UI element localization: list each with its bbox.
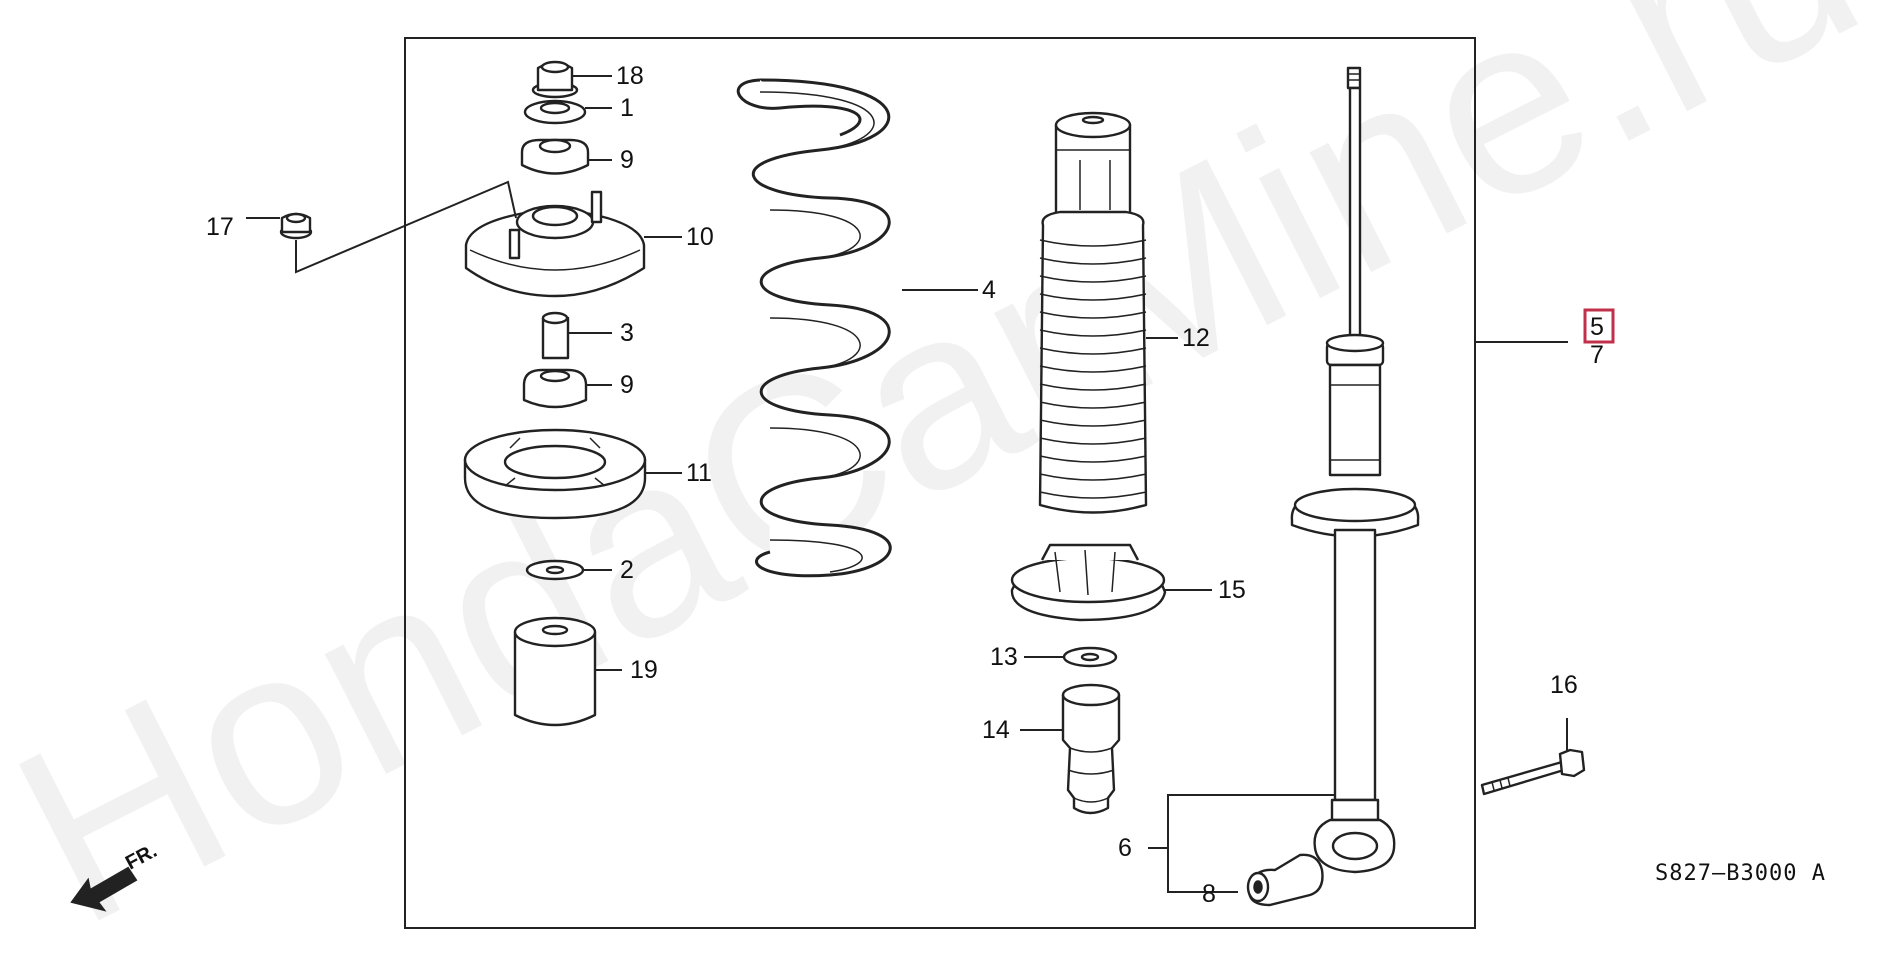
callout-19[interactable]: 19 [630,656,658,684]
part-8-bushing[interactable] [1246,853,1324,907]
callout-8[interactable]: 8 [1202,880,1216,908]
part-9-lower-bushing[interactable] [522,368,588,409]
callout-11[interactable]: 11 [686,459,712,487]
callout-10[interactable]: 10 [686,223,714,251]
diagram-frame [404,37,1476,929]
part-16-bolt[interactable] [1480,748,1586,796]
diagram-code: S827–B3000 A [1655,861,1826,886]
callout-2[interactable]: 2 [620,556,634,584]
callout-7[interactable]: 7 [1590,341,1604,369]
callout-5-highlight [1583,308,1615,344]
callout-15[interactable]: 15 [1218,576,1246,604]
callout-6[interactable]: 6 [1118,834,1132,862]
callout-4[interactable]: 4 [982,276,996,304]
callout-13[interactable]: 13 [990,643,1018,671]
callout-9-upper[interactable]: 9 [620,146,634,174]
callout-labels: 18 1 9 10 3 9 11 2 19 17 4 12 15 13 14 1… [206,62,1615,908]
callout-9-lower[interactable]: 9 [620,371,634,399]
callout-12[interactable]: 12 [1182,324,1210,352]
part-1-washer[interactable] [523,99,587,125]
part-11-seat-rubber[interactable] [463,428,647,520]
part-12-dust-boot[interactable] [1038,111,1148,514]
part-19-bump-stop[interactable] [513,616,597,727]
callout-5[interactable]: 5 [1590,313,1604,341]
part-2-washer[interactable] [525,559,585,581]
callout-14[interactable]: 14 [982,716,1010,744]
part-17-nut[interactable] [279,212,313,240]
callout-3[interactable]: 3 [620,319,634,347]
front-arrow-icon [70,866,138,912]
callout-16[interactable]: 16 [1550,671,1578,699]
part-10-mount-base[interactable] [464,190,646,298]
leader-17-group [295,180,517,274]
callout-17[interactable]: 17 [206,213,234,241]
part-18-flange-nut[interactable] [531,60,579,99]
part-9-upper-bushing[interactable] [520,138,590,175]
part-5-shock-absorber[interactable] [1290,66,1420,874]
part-4-coil-spring[interactable] [736,78,892,578]
part-15-lower-spring-seat[interactable] [1010,543,1167,622]
part-13-washer[interactable] [1062,646,1118,668]
part-3-collar[interactable] [541,311,570,360]
leader-lines [246,75,1568,893]
part-14-bump-stop[interactable] [1061,683,1121,815]
callout-18[interactable]: 18 [616,62,644,90]
callout-1[interactable]: 1 [620,94,634,122]
